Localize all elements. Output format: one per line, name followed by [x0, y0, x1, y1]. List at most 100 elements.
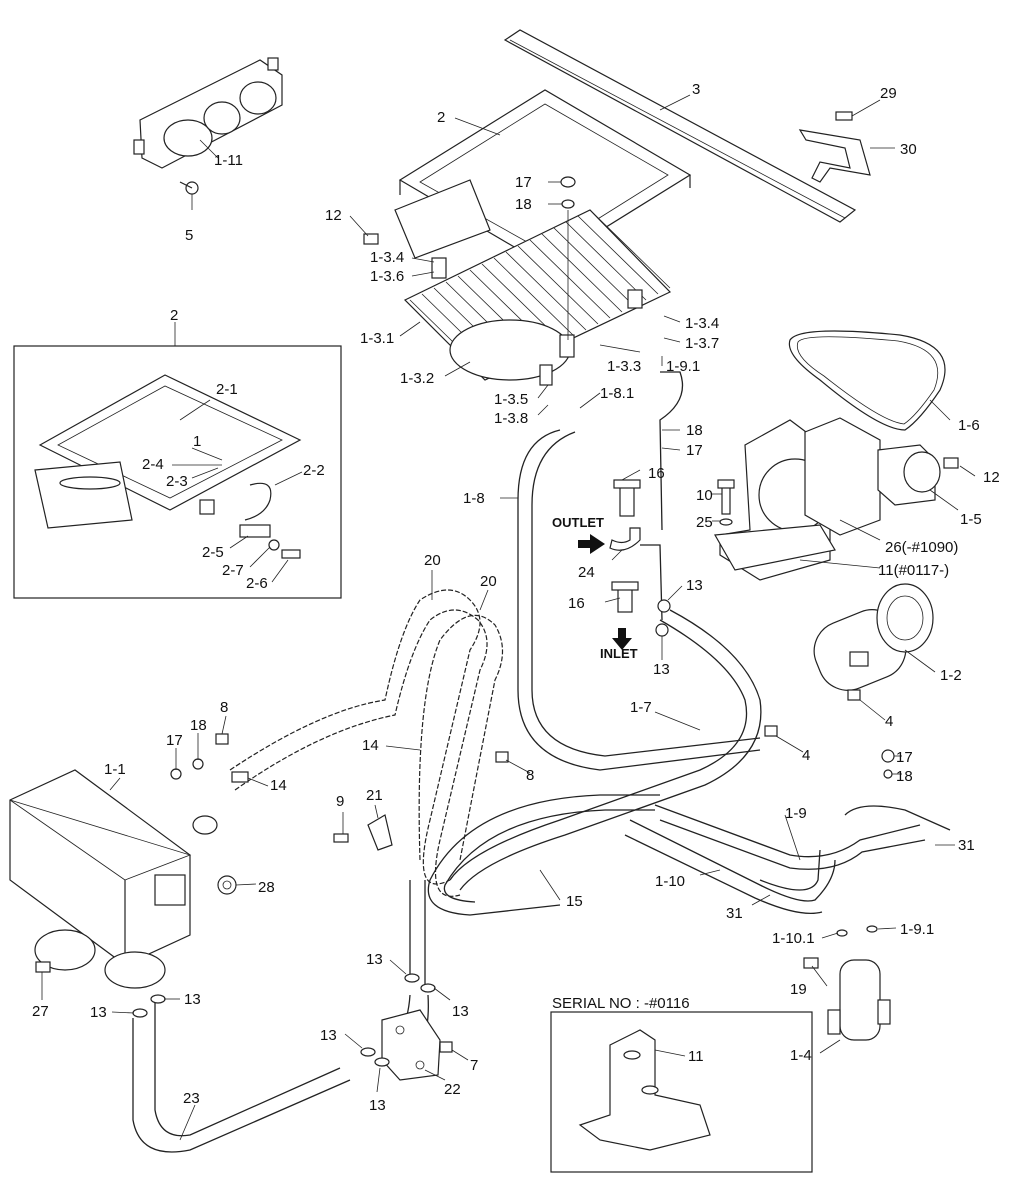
label-4b: 4: [802, 747, 810, 764]
label-21: 21: [366, 787, 383, 804]
label-1-3-4b: 1-3.4: [685, 315, 719, 332]
label-18-r: 18: [896, 768, 913, 785]
bolt-29: [835, 111, 853, 121]
manifold-22: [381, 1009, 441, 1081]
serial-inset-box: [550, 1011, 813, 1173]
washer-17-top: [560, 176, 576, 188]
label-1-9-1b: 1-9.1: [900, 921, 934, 938]
label-outlet: OUTLET: [552, 515, 604, 530]
label-1-5: 1-5: [960, 511, 982, 528]
label-7: 7: [470, 1057, 478, 1074]
elbow-24: [609, 527, 641, 551]
label-18-left: 18: [190, 717, 207, 734]
label-26: 26(-#1090): [885, 539, 958, 556]
label-1-3-2: 1-3.2: [400, 370, 434, 387]
label-8b: 8: [526, 767, 534, 784]
nut-17-right: [881, 749, 895, 763]
label-1-8-1: 1-8.1: [600, 385, 634, 402]
label-2-2: 2-2: [303, 462, 325, 479]
clamp-13-e: [360, 1047, 376, 1057]
label-1-3-6: 1-3.6: [370, 268, 404, 285]
corrugated-hose-20: [229, 589, 504, 897]
bolt-4a: [847, 689, 861, 701]
label-13b: 13: [653, 661, 670, 678]
label-17-mid: 17: [686, 442, 703, 459]
label-1-7: 1-7: [630, 699, 652, 716]
hose-1-10: [624, 819, 836, 915]
label-2-top: 2: [437, 109, 445, 126]
label-18-top: 18: [515, 196, 532, 213]
label-5: 5: [185, 227, 193, 244]
label-14a: 14: [270, 777, 287, 794]
hose-1-8: [517, 429, 761, 771]
clamp-21: [367, 814, 393, 851]
label-1-9-1a: 1-9.1: [666, 358, 700, 375]
condenser-fin: [529, 239, 611, 319]
outlet-arrow: [578, 534, 605, 554]
nut-17-left: [170, 768, 182, 780]
condenser-fin: [565, 221, 647, 301]
label-16a: 16: [648, 465, 665, 482]
label-28: 28: [258, 879, 275, 896]
label-3: 3: [692, 81, 700, 98]
washer-18-top: [561, 199, 575, 209]
oring-1-9-1-lower: [866, 925, 878, 933]
valve-16-lower: [611, 581, 639, 613]
label-1-6: 1-6: [958, 417, 980, 434]
serial-title: SERIAL NO : -#0116: [552, 995, 690, 1012]
inset-frame-box: [13, 345, 342, 599]
label-1-3-4a: 1-3.4: [370, 249, 404, 266]
label-1-9: 1-9: [785, 805, 807, 822]
label-1-10: 1-10: [655, 873, 685, 890]
label-31a: 31: [958, 837, 975, 854]
label-2-box: 2: [170, 307, 178, 324]
bracket-30: [798, 129, 871, 183]
grommet-28: [217, 875, 237, 895]
label-12-right: 12: [983, 469, 1000, 486]
belt-1-6: [788, 330, 946, 431]
hose-upper-1-9: [640, 371, 684, 621]
label-1-3-7: 1-3.7: [685, 335, 719, 352]
label-8a: 8: [220, 699, 228, 716]
compressor-1-2: [813, 583, 934, 691]
leader-lines: [41, 94, 976, 1141]
label-16b: 16: [568, 595, 585, 612]
label-2-7: 2-7: [222, 562, 244, 579]
label-1-box: 1: [193, 433, 201, 450]
condenser-fin: [505, 251, 587, 331]
label-14b: 14: [362, 737, 379, 754]
label-1-8: 1-8: [463, 490, 485, 507]
screw-9: [333, 833, 349, 843]
label-13f: 13: [452, 1003, 469, 1020]
label-25: 25: [696, 514, 713, 531]
label-1-10-1: 1-10.1: [772, 930, 815, 947]
clamp-13-d: [420, 983, 436, 993]
label-2-1: 2-1: [216, 381, 238, 398]
label-1-4: 1-4: [790, 1047, 812, 1064]
label-17-left: 17: [166, 732, 183, 749]
oring-1-10-1: [836, 929, 848, 937]
label-2-5: 2-5: [202, 544, 224, 561]
label-20a: 20: [424, 552, 441, 569]
tensioner-1-5: [877, 444, 941, 506]
bracket-bar: [503, 29, 857, 223]
screw-5: [179, 181, 199, 195]
control-panel: [133, 57, 283, 169]
label-13h: 13: [369, 1097, 386, 1114]
label-23: 23: [183, 1090, 200, 1107]
hose-1-9: [654, 804, 926, 870]
label-13a: 13: [686, 577, 703, 594]
label-2-4: 2-4: [142, 456, 164, 473]
bolt-10: [717, 479, 735, 515]
label-27: 27: [32, 1003, 49, 1020]
bolt-4b: [764, 725, 778, 737]
hose-1-7: [449, 609, 762, 891]
clamp-13-b: [655, 623, 669, 637]
label-19: 19: [790, 981, 807, 998]
bolt-12-top: [363, 233, 379, 245]
label-1-11: 1-11: [214, 152, 243, 169]
label-4a: 4: [885, 713, 893, 730]
label-18-mid: 18: [686, 422, 703, 439]
label-22: 22: [444, 1081, 461, 1098]
